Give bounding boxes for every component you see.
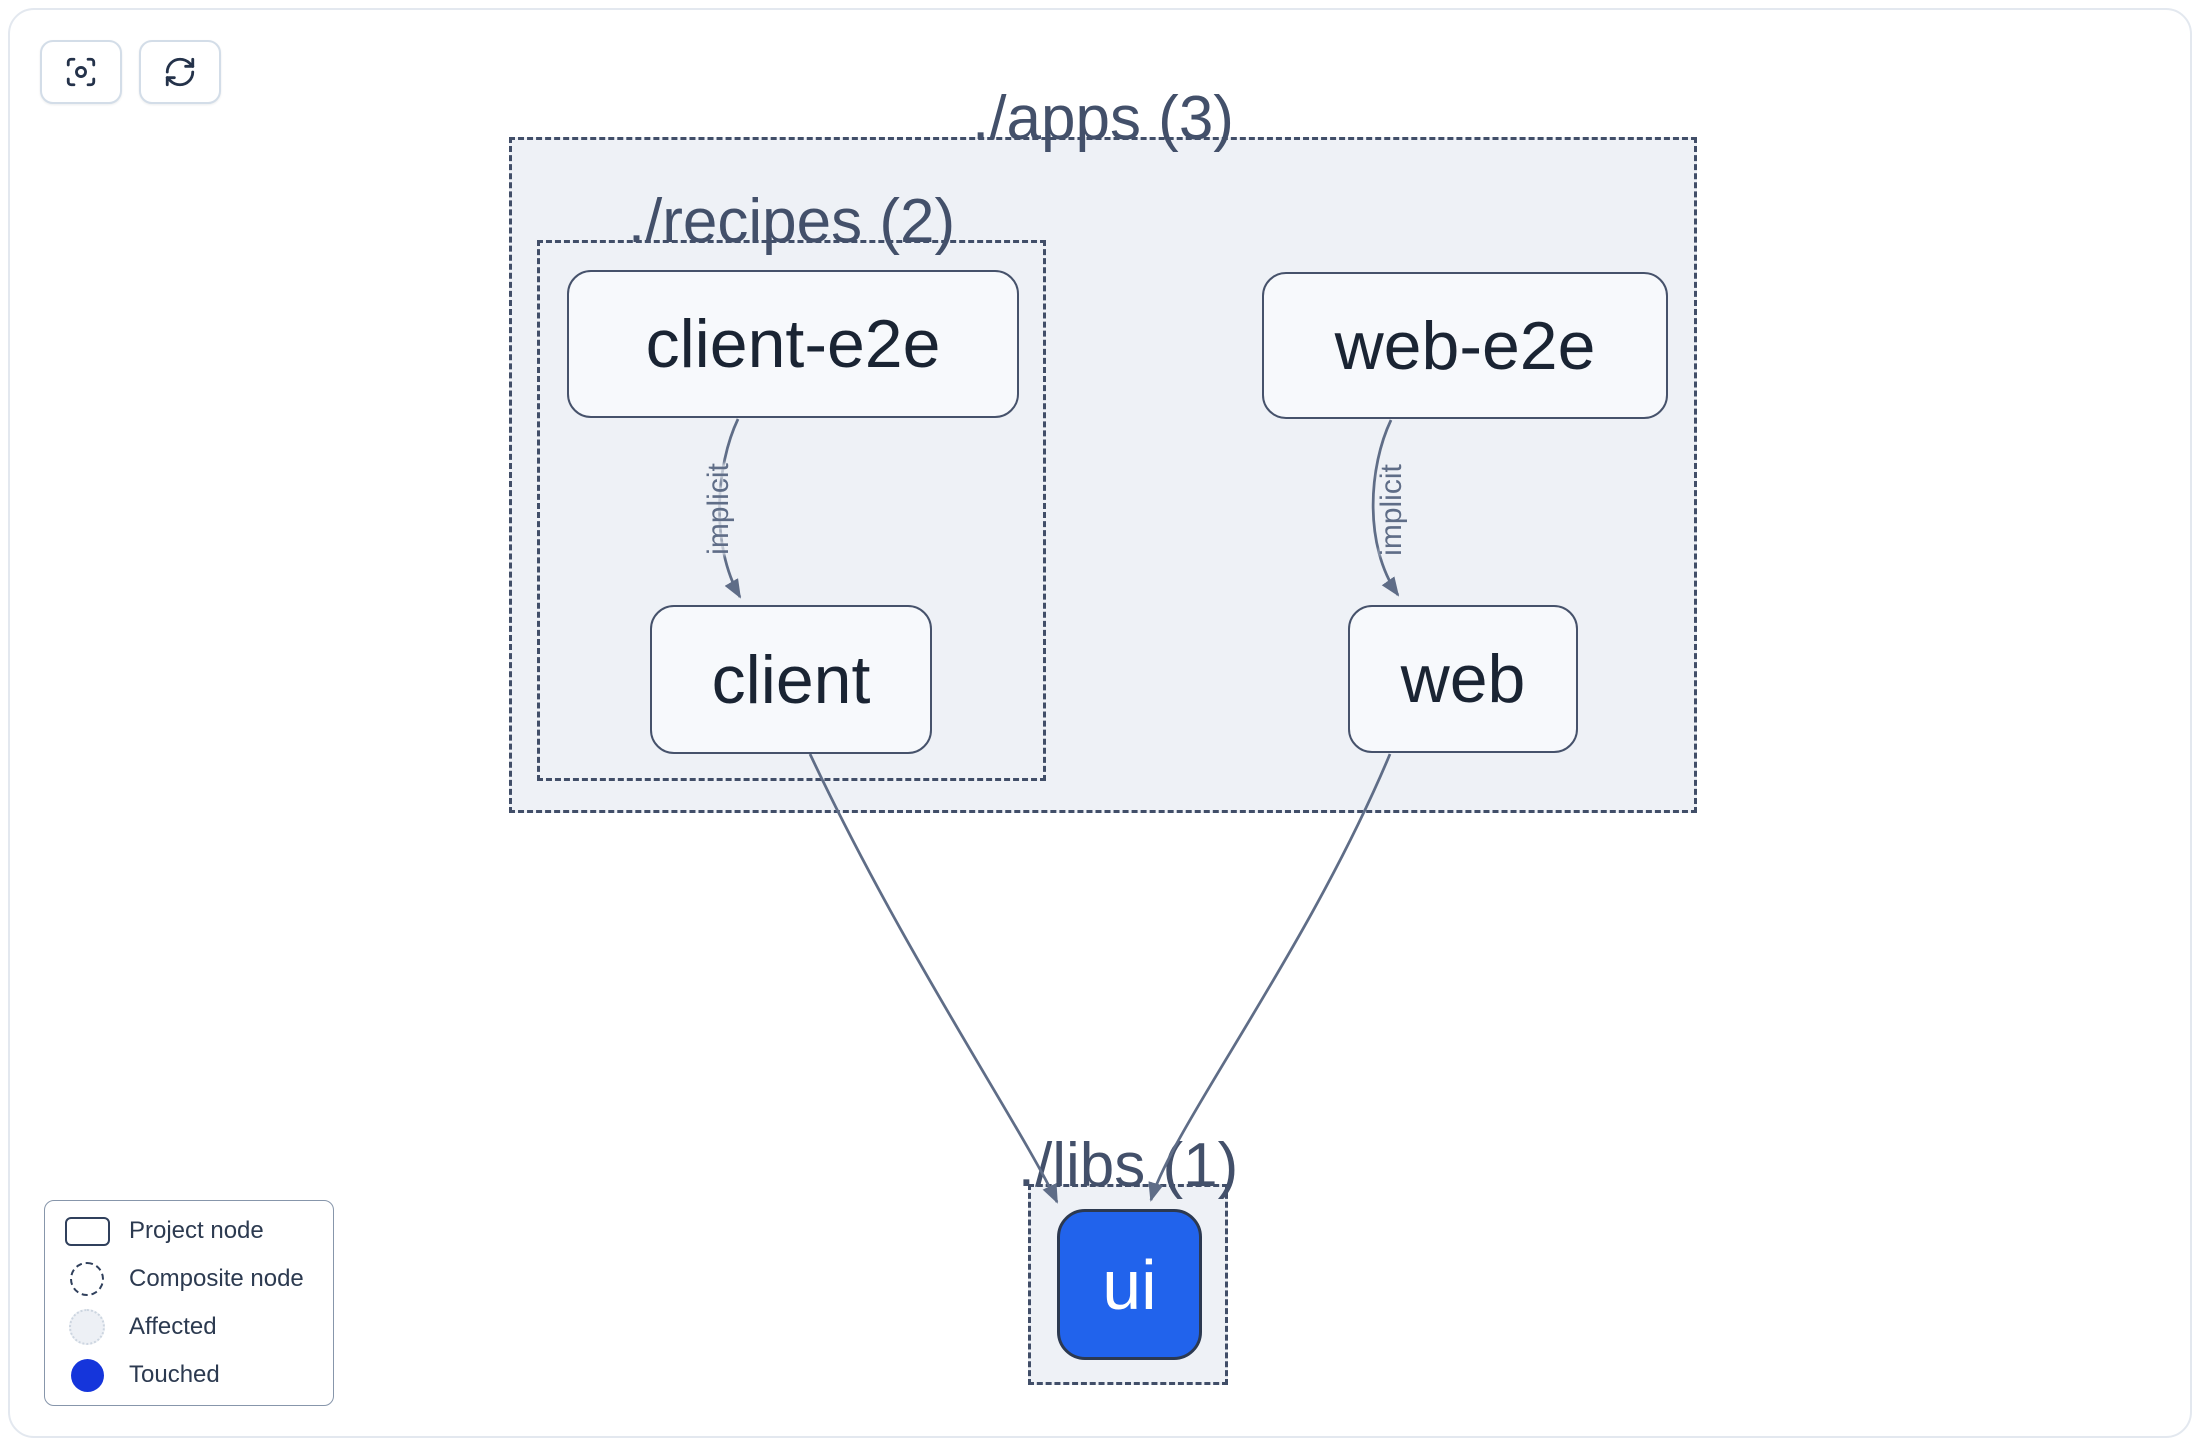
focus-icon: [66, 57, 96, 87]
node-label: web-e2e: [1334, 307, 1596, 384]
node-label: ui: [1102, 1245, 1157, 1324]
project-node-icon: [64, 1216, 110, 1246]
legend-label: Composite node: [129, 1265, 304, 1292]
edge-client-e2e-to-client[interactable]: [718, 418, 742, 599]
legend-row-composite: Composite node: [45, 1255, 333, 1303]
edge-client-to-ui[interactable]: [808, 753, 1059, 1204]
legend-label: Touched: [129, 1361, 220, 1388]
project-node-client[interactable]: client: [650, 605, 932, 754]
touched-icon: [70, 1358, 104, 1392]
edge-web-e2e-to-web[interactable]: [1371, 419, 1400, 597]
node-label: client-e2e: [645, 306, 941, 382]
refresh-button[interactable]: [139, 40, 221, 104]
legend-row-project: Project node: [45, 1207, 333, 1255]
node-label: web: [1400, 641, 1526, 717]
legend-row-affected: Affected: [45, 1303, 333, 1351]
project-node-client-e2e[interactable]: client-e2e: [567, 270, 1019, 418]
legend-label: Project node: [129, 1217, 264, 1244]
legend-row-touched: Touched: [45, 1351, 333, 1399]
project-node-web-e2e[interactable]: web-e2e: [1262, 272, 1668, 419]
focus-button[interactable]: [40, 40, 122, 104]
refresh-icon: [165, 57, 195, 87]
project-node-web[interactable]: web: [1348, 605, 1578, 753]
composite-node-icon: [70, 1262, 104, 1296]
edge-web-to-ui[interactable]: [1148, 753, 1392, 1202]
legend: Project node Composite node Affected Tou…: [44, 1200, 334, 1406]
toolbar: [40, 40, 221, 104]
affected-icon: [69, 1309, 105, 1345]
node-label: client: [711, 641, 871, 718]
project-node-ui-touched[interactable]: ui: [1057, 1209, 1202, 1360]
legend-label: Affected: [129, 1313, 217, 1340]
